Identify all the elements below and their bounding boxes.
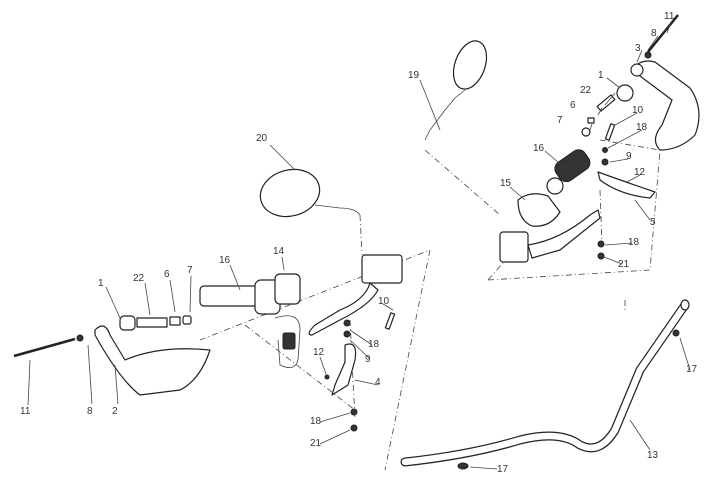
right-master-cylinder [499,209,601,263]
left-handguard [94,325,211,396]
callout: 3 [635,43,641,54]
right-bolt [644,14,679,59]
callout-labels: 11 8 3 1 22 6 10 7 18 16 9 12 15 5 18 21… [20,11,698,475]
callout: 9 [365,354,371,365]
callout: 20 [256,133,268,144]
left-master-cylinder [308,254,403,336]
callout: 1 [598,70,604,81]
callout: 8 [651,28,657,39]
callout: 1 [98,278,104,289]
callout: 16 [533,143,545,154]
right-grip [546,149,591,195]
right-lever-guard [597,123,656,260]
leader-lines [27,21,691,470]
right-switch-housing [517,193,561,227]
callout: 6 [164,269,170,280]
callout: 12 [313,347,325,358]
callout: 17 [497,464,509,475]
callout: 10 [632,105,644,116]
callout: 18 [368,339,380,350]
callout: 17 [686,364,698,375]
left-mirror [259,168,361,218]
callout: 19 [408,70,420,81]
callout: 14 [273,246,285,257]
callout: 22 [133,273,145,284]
callout: 8 [87,406,93,417]
callout: 5 [650,217,656,228]
callout: 11 [20,406,31,417]
callout: 4 [375,377,381,388]
right-handguard [630,60,700,151]
callout: 6 [570,100,576,111]
callout: 9 [626,151,632,162]
callout: 18 [636,122,648,133]
callout: 11 [664,11,675,22]
callout: 15 [500,178,512,189]
callout: 7 [187,265,193,276]
callout: 10 [378,296,390,307]
callout: 18 [628,237,640,248]
left-bolt [13,334,84,358]
callout: 12 [634,167,646,178]
callout: 13 [647,450,659,461]
left-switch-and-grip [199,273,301,368]
right-mirror [424,40,488,141]
callout: 16 [219,255,231,266]
callout: 22 [580,85,592,96]
left-lever-guard [324,312,396,432]
callout: 21 [310,438,322,449]
left-bar-end-parts [119,315,192,331]
callout: 7 [557,115,563,126]
callout: 2 [112,406,118,417]
callout: 21 [618,259,630,270]
handlebar [400,299,690,470]
callout: 18 [310,416,322,427]
